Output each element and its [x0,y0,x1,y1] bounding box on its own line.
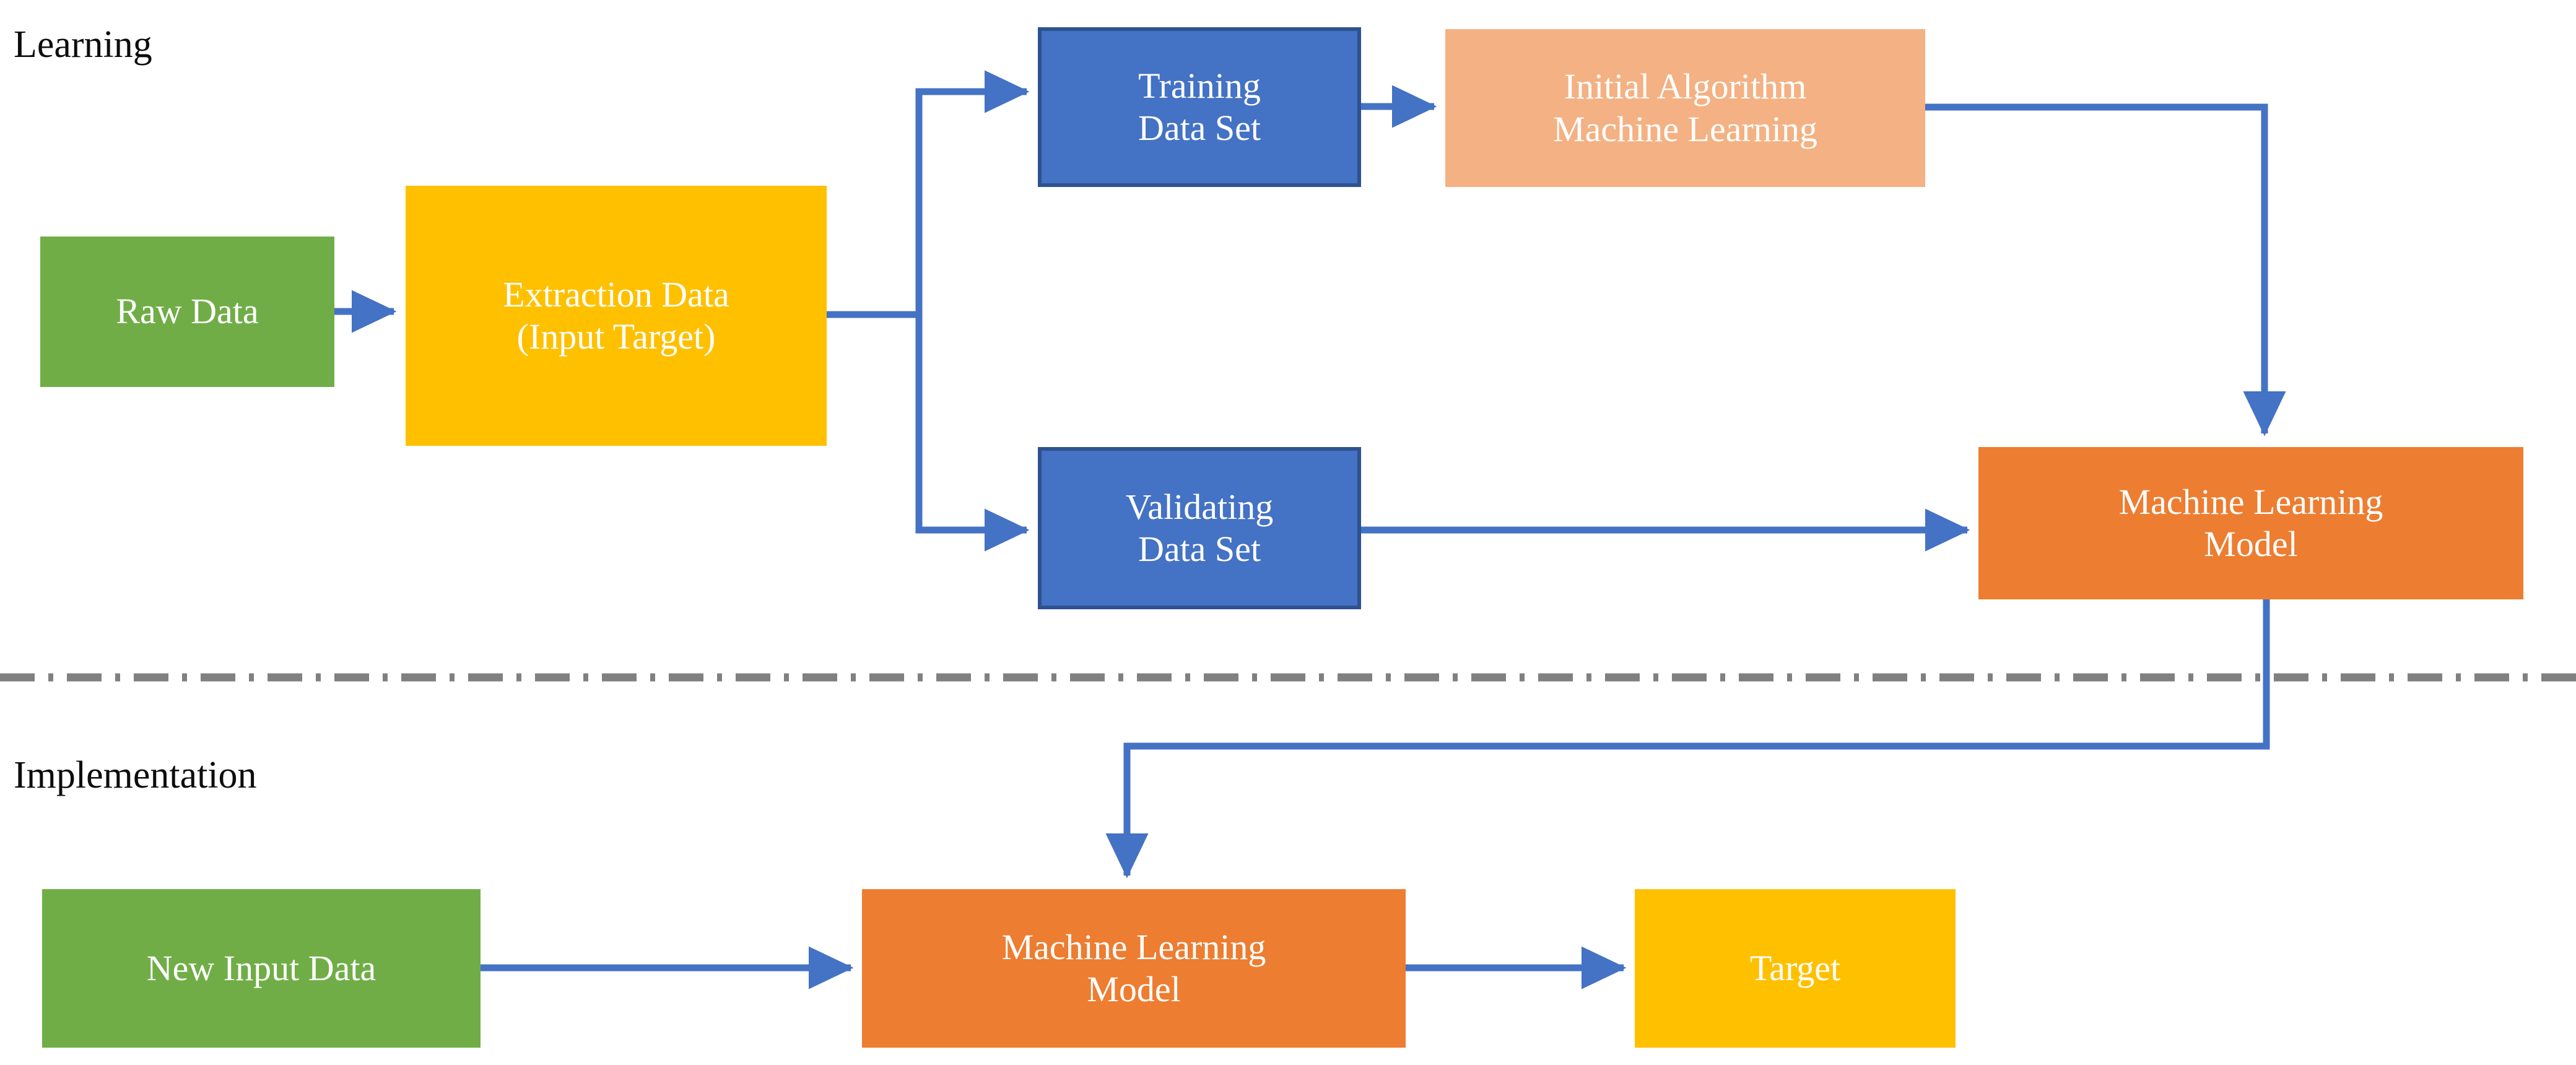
node-ml-model-impl-line-1: Model [1087,969,1181,1009]
node-target-line-0: Target [1749,947,1841,988]
node-machine-learning-model-implementation[interactable]: Machine Learning Model [862,889,1406,1048]
node-extraction-data[interactable]: Extraction Data (Input Target) [406,186,827,446]
edge-extraction-to-validating [915,315,1030,552]
node-raw-data-line-0: Raw Data [116,291,259,332]
section-label-learning: Learning [14,24,152,66]
node-training-data-set-line-1: Data Set [1138,108,1261,148]
section-label-implementation: Implementation [14,754,257,796]
node-new-input-data[interactable]: New Input Data [42,889,481,1048]
node-training-data-set[interactable]: Training Data Set [1038,27,1361,187]
node-validating-data-set-line-1: Data Set [1138,529,1261,569]
node-validating-data-set-line-0: Validating [1125,486,1274,527]
node-ml-model-learning-line-1: Model [2204,524,2298,564]
node-initial-algorithm[interactable]: Initial Algorithm Machine Learning [1445,29,1925,187]
node-extraction-data-line-1: (Input Target) [516,316,716,357]
node-new-input-data-line-0: New Input Data [146,947,376,988]
node-target[interactable]: Target [1635,889,1956,1048]
edge-model-to-impl-model [1105,599,2270,879]
node-machine-learning-model-learning[interactable]: Machine Learning Model [1978,447,2523,599]
node-validating-data-set[interactable]: Validating Data Set [1038,447,1361,609]
node-initial-algorithm-line-1: Machine Learning [1553,108,1817,149]
node-ml-model-impl-line-0: Machine Learning [1001,926,1266,967]
edge-initial-algorithm-to-model [1925,103,2286,437]
node-initial-algorithm-line-0: Initial Algorithm [1564,66,1807,107]
node-extraction-data-line-0: Extraction Data [503,274,729,315]
node-ml-model-learning-line-0: Machine Learning [2118,481,2383,522]
node-training-data-set-line-0: Training [1138,65,1261,106]
node-raw-data[interactable]: Raw Data [40,237,334,387]
edge-extraction-to-training [915,70,1030,315]
